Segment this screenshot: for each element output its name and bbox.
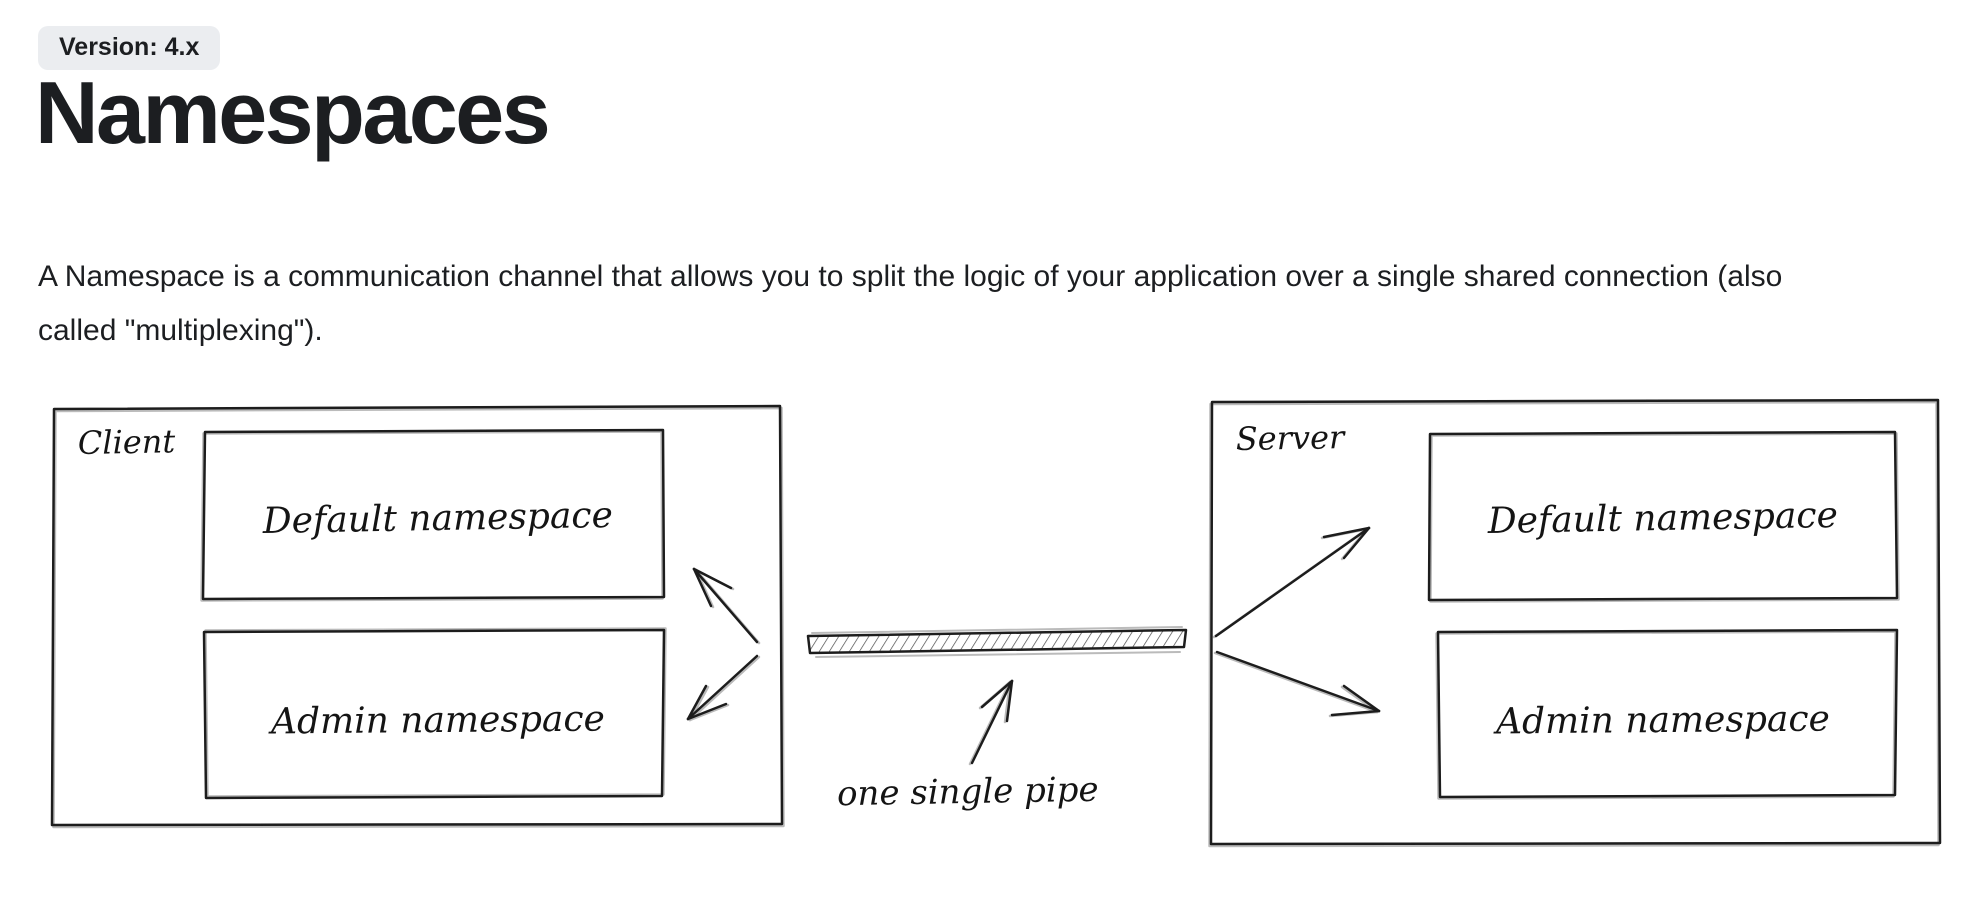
client-arrows bbox=[686, 567, 759, 721]
client-box bbox=[50, 404, 784, 827]
client-arrow-down bbox=[686, 654, 759, 721]
client-admin-namespace-box bbox=[202, 628, 666, 800]
server-default-namespace-label: Default namespace bbox=[1486, 495, 1838, 542]
server-label: Server bbox=[1235, 418, 1346, 458]
intro-line-2: called "multiplexing"). bbox=[38, 314, 323, 347]
client-group: Client Default namespace Admin namespace bbox=[50, 404, 785, 829]
namespaces-diagram-svg: Client Default namespace Admin namespace… bbox=[50, 398, 1942, 848]
namespaces-diagram: Client Default namespace Admin namespace… bbox=[0, 390, 1974, 906]
pipe-label: one single pipe bbox=[837, 770, 1099, 815]
server-box bbox=[1209, 398, 1942, 846]
client-label: Client bbox=[77, 422, 175, 462]
version-badge: Version: 4.x bbox=[38, 26, 221, 70]
server-arrows bbox=[1214, 526, 1381, 717]
pipe-group: one single pipe bbox=[806, 626, 1188, 815]
client-default-namespace-label: Default namespace bbox=[261, 495, 613, 542]
client-admin-namespace-label: Admin namespace bbox=[268, 699, 605, 743]
client-default-namespace-box bbox=[201, 428, 666, 601]
server-arrow-down bbox=[1215, 650, 1381, 713]
server-group: Server Default namespace Admin namespace bbox=[1208, 398, 1942, 848]
server-default-namespace-box bbox=[1427, 430, 1899, 602]
pipe-bottom-shadow bbox=[815, 651, 1181, 658]
server-admin-namespace-label: Admin namespace bbox=[1493, 699, 1830, 743]
intro-paragraph: A Namespace is a communication channel t… bbox=[38, 250, 1782, 358]
pipe-shape bbox=[806, 628, 1188, 655]
pipe-top-edge bbox=[811, 626, 1183, 634]
intro-line-1: A Namespace is a communication channel t… bbox=[38, 260, 1783, 293]
page-title: Namespaces bbox=[35, 63, 551, 162]
server-admin-namespace-box bbox=[1436, 628, 1899, 799]
